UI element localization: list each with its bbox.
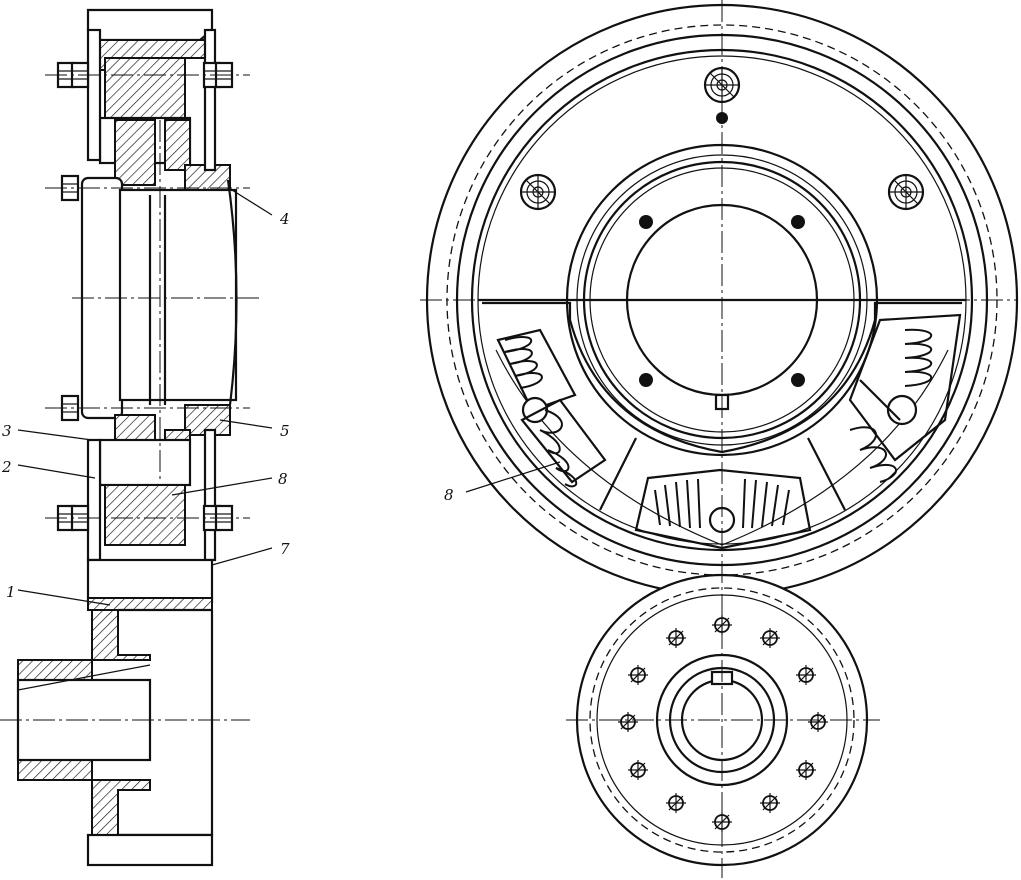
- sleeve-end-curve: [226, 179, 238, 421]
- spring-bottom: [634, 468, 812, 550]
- pinion-pitch-circle: [589, 587, 855, 853]
- label-7: 7: [280, 540, 290, 558]
- spring-left-lower: [520, 398, 607, 488]
- hub-flange-lower: [98, 438, 192, 487]
- cutaway-boundary: [482, 301, 962, 454]
- gear-ring-lower: [104, 484, 186, 546]
- front-view: [420, 0, 1019, 878]
- label-1: 1: [6, 583, 16, 601]
- outer-wall-right-lower: [203, 428, 217, 562]
- shaft-sleeve: [118, 188, 238, 402]
- label-2: 2: [1, 458, 12, 476]
- outer-wall-left-lower: [86, 438, 102, 562]
- outer-rim-top: [86, 8, 214, 42]
- bushing-lower: [184, 404, 231, 436]
- label-4: 4: [279, 210, 290, 228]
- gear-ring-upper: [104, 57, 186, 119]
- inner-ring-upper: [164, 119, 191, 171]
- label-5: 5: [280, 422, 290, 440]
- inner-disc-upper: [114, 119, 156, 186]
- label-3: 3: [2, 422, 12, 440]
- pinion-rim-bottom: [86, 833, 214, 867]
- label-8-side: 8: [278, 470, 288, 488]
- outer-wall-left-upper: [86, 28, 102, 162]
- outer-wall-right-upper: [203, 28, 217, 172]
- label-8-front: 8: [444, 486, 454, 504]
- side-section-view: [0, 8, 273, 867]
- spring-right: [848, 313, 962, 483]
- gear-rim: [86, 558, 214, 604]
